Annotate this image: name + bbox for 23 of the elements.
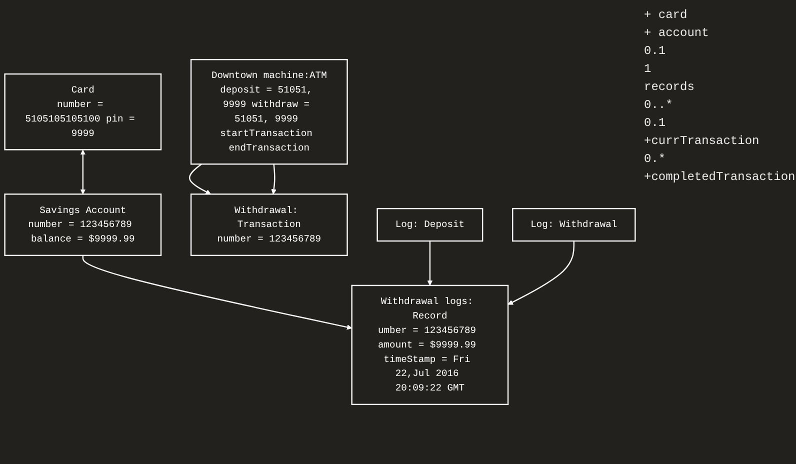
multiplicity-label: +currTransaction [644,134,760,148]
multiplicity-label: 0.* [644,152,667,166]
multiplicity-label: 0.1 [644,116,667,130]
multiplicity-label: 0..* [644,98,674,112]
multiplicity-label: 0.1 [644,44,667,58]
node-box: Withdrawal logs: Record umber = 123456789 amount = $9999.99 timeStamp = Fri 22,Jul 2016 20:09:22 GMT [351,284,509,406]
node-box: Log: Withdrawal [512,208,636,242]
arrow [189,164,211,194]
multiplicity-label: records [644,80,696,94]
arrow [271,164,276,194]
node-box: Log: Deposit [376,208,484,242]
multiplicity-label: 1 [644,62,652,76]
arrow [80,150,86,194]
multiplicity-label: +completedTransaction [644,170,794,184]
arrow [508,241,574,305]
node-box: Withdrawal: Transaction number = 123456789 [190,194,348,256]
node-box: Card number = 5105105105100 pin = 9999 [4,73,162,150]
node-box: Savings Account number = 123456789 balance = $9999.99 [4,194,162,256]
node-box: Downtown machine:ATM deposit = 51051, 9999 withdraw = 51051, 9999 startTransaction endTransaction [190,58,348,165]
multiplicity-label: + account [644,26,710,40]
arrow [82,255,352,330]
arrow [427,241,433,286]
multiplicity-label: + card [644,8,688,22]
